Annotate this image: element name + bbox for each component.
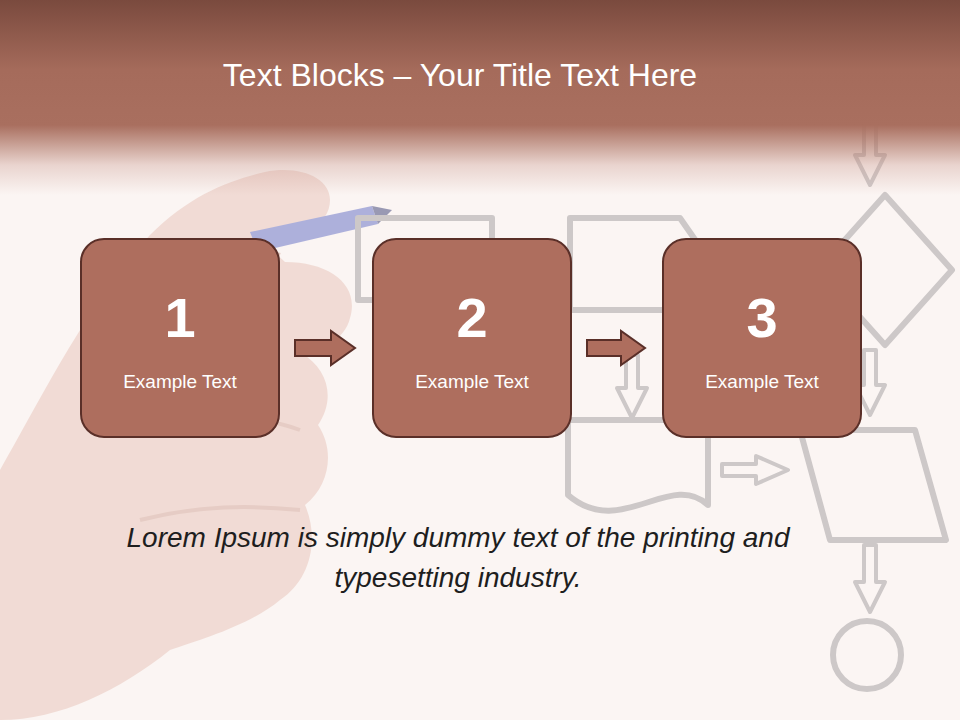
caption-text: Lorem Ipsum is simply dummy text of the …	[103, 518, 813, 598]
sketch-parallelogram	[800, 430, 946, 540]
step-label: Example Text	[82, 369, 278, 395]
arrow-shape	[295, 331, 355, 365]
flowchart-sketch	[358, 120, 952, 689]
flow-arrow	[295, 331, 355, 365]
step-box: 1Example Text	[80, 238, 280, 438]
sketch-circle	[833, 621, 901, 689]
sketch-arrow-down	[855, 545, 885, 612]
arrow-shape	[587, 331, 645, 365]
header-band	[0, 0, 960, 195]
flow-arrow	[587, 331, 645, 365]
step-box: 2Example Text	[372, 238, 572, 438]
hand	[0, 170, 352, 720]
step-number: 2	[374, 284, 570, 352]
title-bar: Text Blocks – Your Title Text Here	[0, 54, 920, 96]
title-text: Text Blocks – Your Title Text Here	[223, 57, 697, 93]
step-number: 1	[82, 284, 278, 352]
step-label: Example Text	[374, 369, 570, 395]
step-box: 3Example Text	[662, 238, 862, 438]
hand-with-pen	[0, 170, 392, 720]
step-number: 3	[664, 284, 860, 352]
step-label: Example Text	[664, 369, 860, 395]
sketch-arrow-right	[722, 456, 788, 484]
